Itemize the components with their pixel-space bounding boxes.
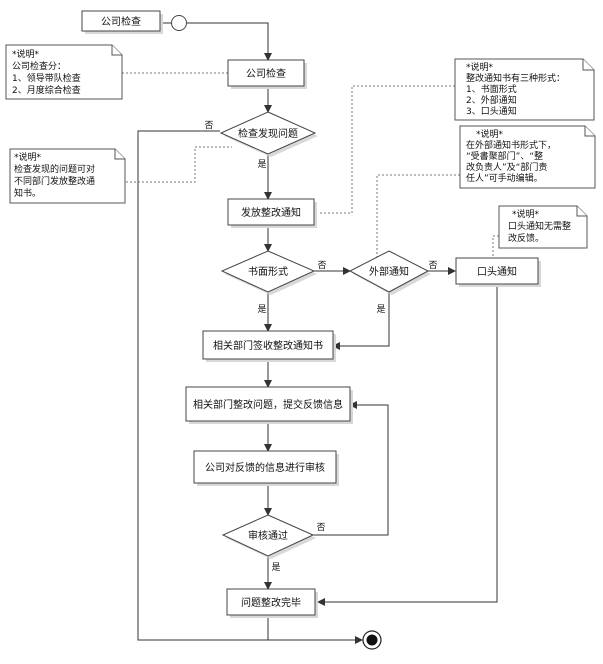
note2-line3: 不同部门发放整改通	[14, 175, 95, 187]
dept-rectify-text: 相关部门整改问题，提交反馈信息	[193, 398, 343, 411]
node-verbal-notice: 口头通知	[455, 257, 541, 287]
note2-line1: *说明*	[14, 151, 42, 163]
edge-done-to-end	[267, 616, 362, 641]
note4-line3: “受書聚部门”、“整	[466, 150, 543, 162]
node-issue-notice: 发放整改通知	[227, 198, 317, 228]
edge-start-to-check	[187, 22, 272, 61]
edge-decision-no	[137, 130, 363, 644]
note2-line4: 知书。	[14, 187, 41, 199]
note3-line4: 2、外部通知	[466, 94, 517, 106]
dept-receive-text: 相关部门签收整改通知书	[213, 339, 323, 352]
note2-connector	[122, 146, 232, 183]
edge-verbal-to-done	[317, 285, 498, 606]
verbal-notice-text: 口头通知	[477, 265, 517, 278]
external-notice-text: 外部通知	[369, 265, 409, 278]
label-check-no: 否	[204, 120, 213, 131]
note3-line1: *说明*	[466, 61, 494, 73]
note5-line3: 改反馈。	[508, 232, 544, 244]
edges	[137, 22, 498, 644]
node-written-form: 书面形式	[220, 250, 317, 295]
note3-line3: 1、书面形式	[466, 83, 517, 95]
label-check-yes: 是	[257, 159, 266, 170]
note-problem-notice: *说明* 检查发现的问题可对 不同部门发放整改通 知书。	[9, 148, 126, 204]
note5-line1: *说明*	[512, 208, 540, 220]
company-check-text: 公司检查	[246, 67, 286, 80]
edge-external-yes	[332, 292, 390, 350]
node-company-review: 公司对反馈的信息进行审核	[193, 450, 339, 486]
node-company-check: 公司检查	[227, 59, 307, 89]
note4-line4: 改负责人”及“部门责	[466, 161, 547, 173]
note4-connector	[376, 174, 460, 263]
note1-line1: *说明*	[12, 48, 40, 60]
note-external-edit: *说明* 在外部通知书形式下， “受書聚部门”、“整 改负责人”及“部门责 任人…	[459, 125, 596, 189]
edge-pass-no	[313, 401, 389, 536]
label-external-no: 否	[428, 260, 437, 271]
note3-line5: 3、口头通知	[466, 105, 517, 117]
note1-line2: 公司检查分：	[12, 60, 66, 72]
note-notice-forms: *说明* 整改通知书有三种形式： 1、书面形式 2、外部通知 3、口头通知	[454, 58, 595, 121]
note1-line3: 1、领导带队检查	[12, 72, 81, 84]
review-pass-text: 审核通过	[248, 529, 288, 542]
note3-line2: 整改通知书有三种形式：	[466, 72, 565, 84]
label-written-yes: 是	[257, 304, 266, 315]
note5-connector	[492, 235, 499, 262]
label-written-no: 否	[317, 260, 326, 271]
written-form-text: 书面形式	[248, 265, 288, 278]
company-review-text: 公司对反馈的信息进行审核	[205, 461, 325, 474]
note4-line1: *说明*	[476, 128, 504, 140]
end-node	[362, 630, 382, 650]
note-check-types: *说明* 公司检查分： 1、领导带队检查 2、月度综合检查	[5, 44, 123, 100]
note-connectors	[122, 72, 499, 263]
start-label-text: 公司检查	[101, 15, 141, 28]
node-review-pass: 审核通过	[221, 514, 316, 559]
done-text: 问题整改完毕	[241, 596, 301, 609]
note2-line2: 检查发现的问题可对	[14, 163, 95, 175]
issue-notice-text: 发放整改通知	[241, 206, 301, 219]
note4-line5: 任人”可手动编辑。	[466, 172, 543, 184]
note5-line2: 口头通知无需整	[508, 220, 571, 232]
node-dept-receive: 相关部门签收整改通知书	[202, 330, 336, 362]
node-external-notice: 外部通知	[348, 250, 431, 295]
start-node	[171, 15, 187, 31]
start-label-box: 公司检查	[81, 10, 163, 34]
note4-line2: 在外部通知书形式下，	[466, 139, 556, 151]
note1-line4: 2、月度综合检查	[12, 84, 81, 96]
label-pass-yes: 是	[271, 562, 280, 573]
node-done: 问题整改完毕	[226, 588, 318, 618]
note3-connector	[318, 85, 455, 214]
node-check-problem: 检查发现问题	[219, 111, 318, 157]
label-external-yes: 是	[376, 304, 385, 315]
note-verbal-no-feedback: *说明* 口头通知无需整 改反馈。	[498, 205, 588, 249]
check-problem-text: 检查发现问题	[238, 127, 298, 140]
node-dept-rectify: 相关部门整改问题，提交反馈信息	[185, 386, 353, 424]
label-pass-no: 否	[316, 522, 325, 533]
